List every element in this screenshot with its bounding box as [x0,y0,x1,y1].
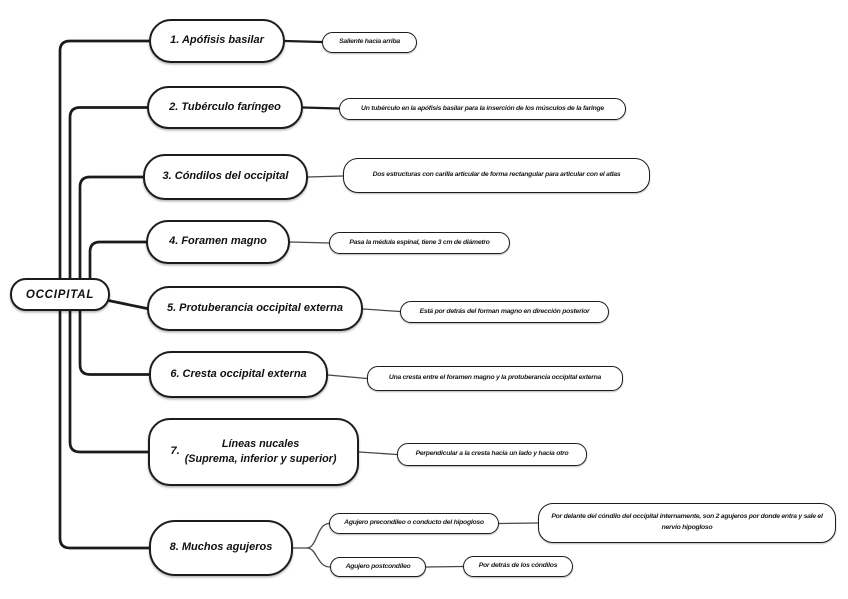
connector-line [306,547,331,568]
detail-text: Por detrás de los cóndilos [478,562,558,570]
branch-label-line1: Líneas nucales [221,437,300,450]
connector-line [301,106,341,110]
root-label: OCCIPITAL [25,288,95,301]
detail-text: Una cresta entre el foramen magno y la p… [388,374,602,382]
branch-label: 8. Muchos agujeros [169,541,273,554]
branch-label-lines: Líneas nucales (Suprema, inferior y supe… [185,437,337,467]
connector-line [58,39,151,298]
branch-node-apofisis-basilar[interactable]: 1. Apófisis basilar [149,19,285,63]
detail-node-lineas-nucales[interactable]: Perpendicular a la cresta hacia un lado … [397,443,587,466]
connector-line [498,522,539,525]
branch-label: 5. Protuberancia occipital externa [166,301,344,314]
connector-line [289,241,330,244]
connector-line [78,292,151,376]
detail-node-protuberancia[interactable]: Está por detrás del forman magno en dire… [400,301,609,323]
branch-label: 4. Foramen magno [169,235,267,248]
root-node-occipital[interactable]: OCCIPITAL [10,278,110,311]
connector-line [307,175,344,178]
branch-node-muchos-agujeros[interactable]: 8. Muchos agujeros [149,520,293,576]
child-node-agujero-postcondileo[interactable]: Agujero postcondíleo [330,557,426,577]
connector-line [283,39,324,44]
connector-line [88,240,148,298]
connector-line [78,175,145,298]
child-node-agujero-precondileo[interactable]: Agujero precondíleo o conducto del hipog… [329,513,499,534]
connector-line [362,308,401,313]
connector-line [306,522,330,549]
detail-text: Dos estructuras con carilla articular de… [372,171,621,179]
child-label: Agujero postcondíleo [345,562,411,570]
branch-number: 7. [170,445,180,458]
branch-node-cresta-occipital-externa[interactable]: 6. Cresta occipital externa [149,351,328,398]
branch-label: 2. Tubérculo faríngeo [169,100,281,113]
branch-label: 1. Apófisis basilar [170,34,264,47]
connector-line [327,374,368,380]
detail-node-saliente-arriba[interactable]: Saliente hacia arriba [322,32,417,53]
branch-node-foramen-magno[interactable]: 4. Foramen magno [146,220,290,264]
detail-node-tuberculo-faringeo[interactable]: Un tubérculo en la apófisis basilar para… [339,98,626,120]
detail-node-foramen-magno[interactable]: Pasa la médula espinal, tiene 3 cm de di… [329,232,510,254]
detail-text: Está por detrás del forman magno en dire… [419,307,590,315]
branch-node-tuberculo-faringeo[interactable]: 2. Tubérculo faríngeo [147,86,303,129]
connector-line [58,292,151,550]
detail-text: Un tubérculo en la apófisis basilar para… [361,104,604,112]
detail-node-agujero-postcondileo[interactable]: Por detrás de los cóndilos [463,556,573,577]
branch-node-lineas-nucales[interactable]: 7. Líneas nucales (Suprema, inferior y s… [148,418,359,486]
detail-text: Pasa la médula espinal, tiene 3 cm de di… [349,238,490,246]
connector-line [68,292,150,454]
connector-line [104,298,149,310]
branch-node-protuberancia-occipital-externa[interactable]: 5. Protuberancia occipital externa [147,286,363,331]
branch-label-group: 7. Líneas nucales (Suprema, inferior y s… [171,437,337,467]
connector-line [358,451,398,456]
branch-label: 6. Cresta occipital externa [170,367,307,380]
branch-node-condilos-occipital[interactable]: 3. Cóndilos del occipital [143,154,308,200]
connector-line [68,106,149,298]
branch-label: 3. Cóndilos del occipital [162,170,289,183]
child-label: Agujero precondíleo o conducto del hipog… [344,519,484,527]
detail-text: Perpendicular a la cresta hacia un lado … [415,450,569,458]
detail-node-agujero-precondileo[interactable]: Por delante del cóndilo del occipital in… [538,503,836,543]
branch-label-line2: (Suprema, inferior y superior) [184,453,337,465]
detail-node-condilos[interactable]: Dos estructuras con carilla articular de… [343,158,650,193]
detail-text: Saliente hacia arriba [339,38,400,46]
connector-line [425,565,464,568]
detail-node-cresta[interactable]: Una cresta entre el foramen magno y la p… [367,366,623,391]
detail-text: Por delante del cóndilo del occipital in… [551,513,823,531]
